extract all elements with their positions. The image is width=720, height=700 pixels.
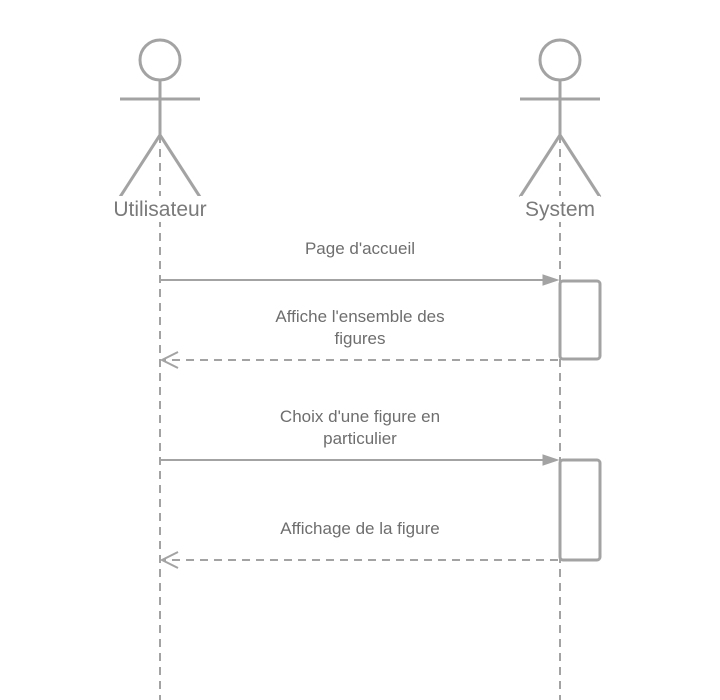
message-2-label-line-1: Affiche l'ensemble des	[275, 307, 444, 326]
message-2-label-line-2: figures	[334, 329, 385, 348]
message-1-label: Page d'accueil	[305, 239, 415, 258]
activation-box-2	[558, 458, 602, 562]
message-1: Page d'accueil	[160, 239, 560, 286]
actor-user-label: Utilisateur	[113, 198, 206, 221]
actor-system-label: System	[525, 198, 595, 221]
message-2: Affiche l'ensemble des figures	[159, 307, 558, 369]
actor-system	[518, 38, 602, 198]
activation-box-1	[558, 279, 602, 361]
message-3-label-line-1: Choix d'une figure en	[280, 407, 440, 426]
message-4-label: Affichage de la figure	[280, 519, 439, 538]
message-4: Affichage de la figure	[159, 519, 558, 569]
message-3-label-line-2: particulier	[323, 429, 397, 448]
message-3: Choix d'une figure en particulier	[160, 407, 560, 466]
actor-user	[118, 38, 202, 198]
